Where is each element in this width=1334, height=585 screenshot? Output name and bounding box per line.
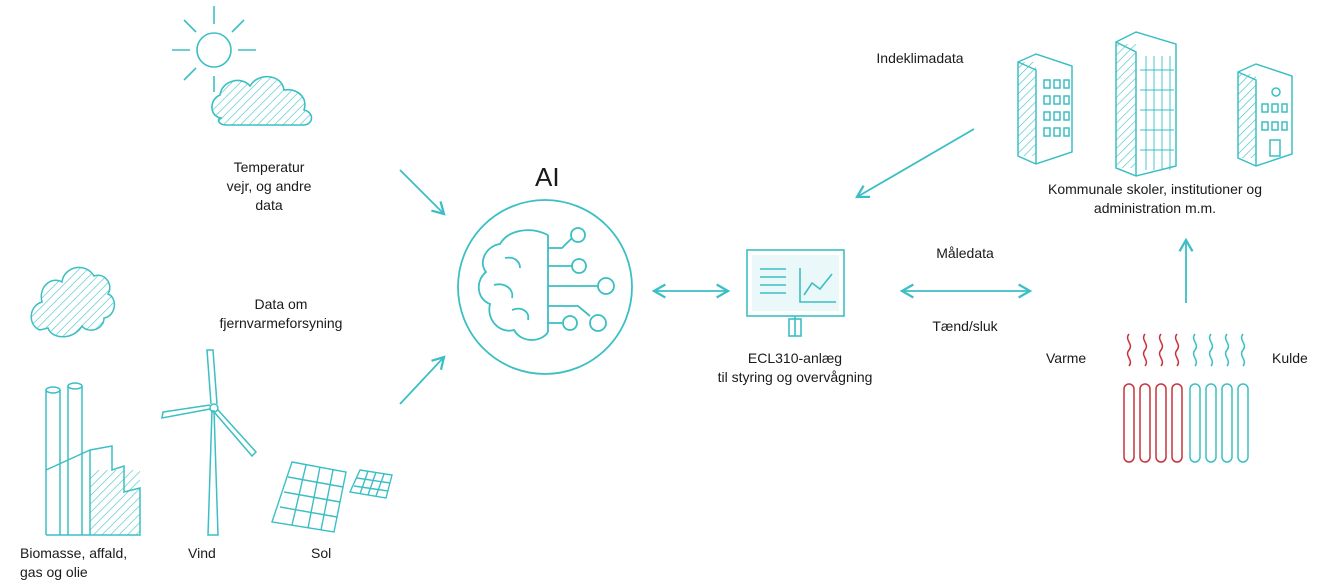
ai-brain-icon: [457, 199, 633, 375]
indoor-climate-label: Indeklimadata: [876, 50, 964, 66]
smoke-cloud-icon: [30, 266, 116, 338]
ecl-label: ECL310-anlæg til styring og overvågning: [717, 350, 873, 385]
solar-label: Sol: [311, 545, 332, 561]
arrows-to-ai: [399, 169, 446, 405]
monitor-icon: [746, 249, 845, 337]
district-heating-label: Data om fjernvarmeforsyning: [219, 296, 343, 331]
wind-turbine-icon: [161, 349, 258, 536]
meter-data-label: Måledata: [936, 245, 994, 261]
wind-label: Vind: [188, 545, 216, 561]
ai-title: AI: [535, 162, 560, 192]
factory-icon: [45, 382, 141, 536]
indoor-arrow: [855, 128, 975, 199]
on-off-label: Tænd/sluk: [932, 318, 998, 334]
cold-label: Kulde: [1272, 350, 1308, 366]
buildings-label: Kommunale skoler, institutioner og admin…: [1048, 181, 1262, 216]
heat-label: Varme: [1046, 350, 1087, 366]
sun-icon: [172, 6, 256, 92]
solar-panel-icon: [271, 461, 393, 533]
weather-data-label: Temperatur vejr, og andre data: [226, 159, 312, 213]
buildings-icon: [1017, 31, 1293, 177]
cloud-icon: [211, 75, 313, 126]
radiator-icon: [1123, 333, 1249, 463]
biomass-label: Biomasse, affald, gas og olie: [20, 545, 128, 580]
